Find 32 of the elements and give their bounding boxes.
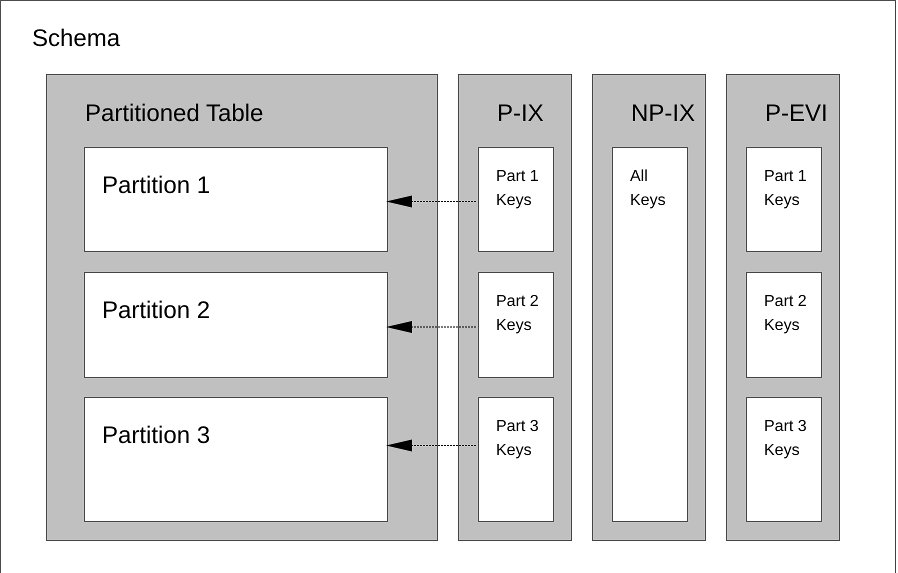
- node-label: Part 1 Keys: [496, 167, 540, 211]
- node-label: Part 2 Keys: [496, 292, 540, 336]
- container-panel: [458, 74, 572, 541]
- node-label: P-IX: [497, 100, 544, 128]
- node-label: Partition 3: [102, 422, 210, 450]
- node-label: Part 3 Keys: [496, 417, 540, 461]
- node-label: Partitioned Table: [85, 100, 264, 128]
- index-keys-box: [746, 147, 822, 252]
- partition-box: [84, 397, 388, 522]
- arrow: [386, 321, 476, 333]
- arrow: [386, 440, 476, 452]
- index-keys-box: [478, 397, 554, 522]
- node-label: Partition 2: [102, 297, 210, 325]
- node-label: Part 2 Keys: [764, 292, 808, 336]
- container-panel: [46, 74, 438, 541]
- node-label: P-EVI: [765, 100, 828, 128]
- node-label: Part 3 Keys: [764, 417, 808, 461]
- partition-box: [84, 147, 388, 252]
- partition-box: [84, 272, 388, 378]
- index-keys-box: [478, 147, 554, 252]
- node-label: Partition 1: [102, 172, 210, 200]
- index-keys-box: [746, 397, 822, 522]
- node-label: All Keys: [630, 167, 667, 211]
- container-panel: [726, 74, 840, 541]
- index-keys-box: [612, 147, 688, 522]
- node-label: NP-IX: [631, 100, 696, 128]
- node-label: Part 1 Keys: [764, 167, 808, 211]
- index-keys-box: [746, 272, 822, 378]
- arrow: [386, 196, 476, 208]
- container-panel: [592, 74, 706, 541]
- index-keys-box: [478, 272, 554, 378]
- node-label: Schema: [32, 25, 120, 53]
